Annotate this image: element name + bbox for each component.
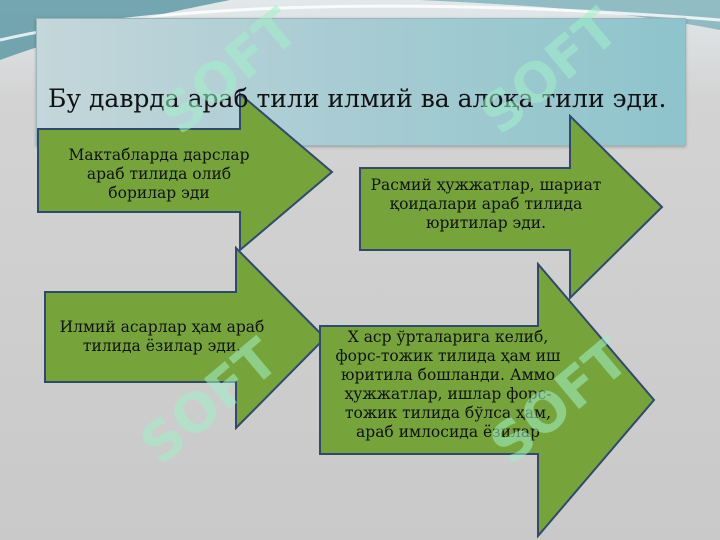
arrow-shape-1 [37, 92, 334, 253]
slide-title: Бу даврда араб тили илмий ва алоқа тили … [48, 84, 667, 113]
arrow-text-4: X аср ўрталарига келиб, форс-тожик тилид… [335, 328, 561, 441]
arrow-shape-3 [44, 246, 327, 430]
arrow-text-1: Мактабларда дарслар араб тилида олиб бор… [68, 146, 250, 202]
arrow-text-2: Расмий ҳужжатлар, шариат қоидалари араб … [370, 176, 602, 232]
arrow-text-3: Илмий асарлар ҳам араб тилида ёзилар эди… [59, 318, 265, 355]
arrow-shape-4 [319, 262, 656, 538]
arrow-shape-2 [359, 114, 664, 300]
